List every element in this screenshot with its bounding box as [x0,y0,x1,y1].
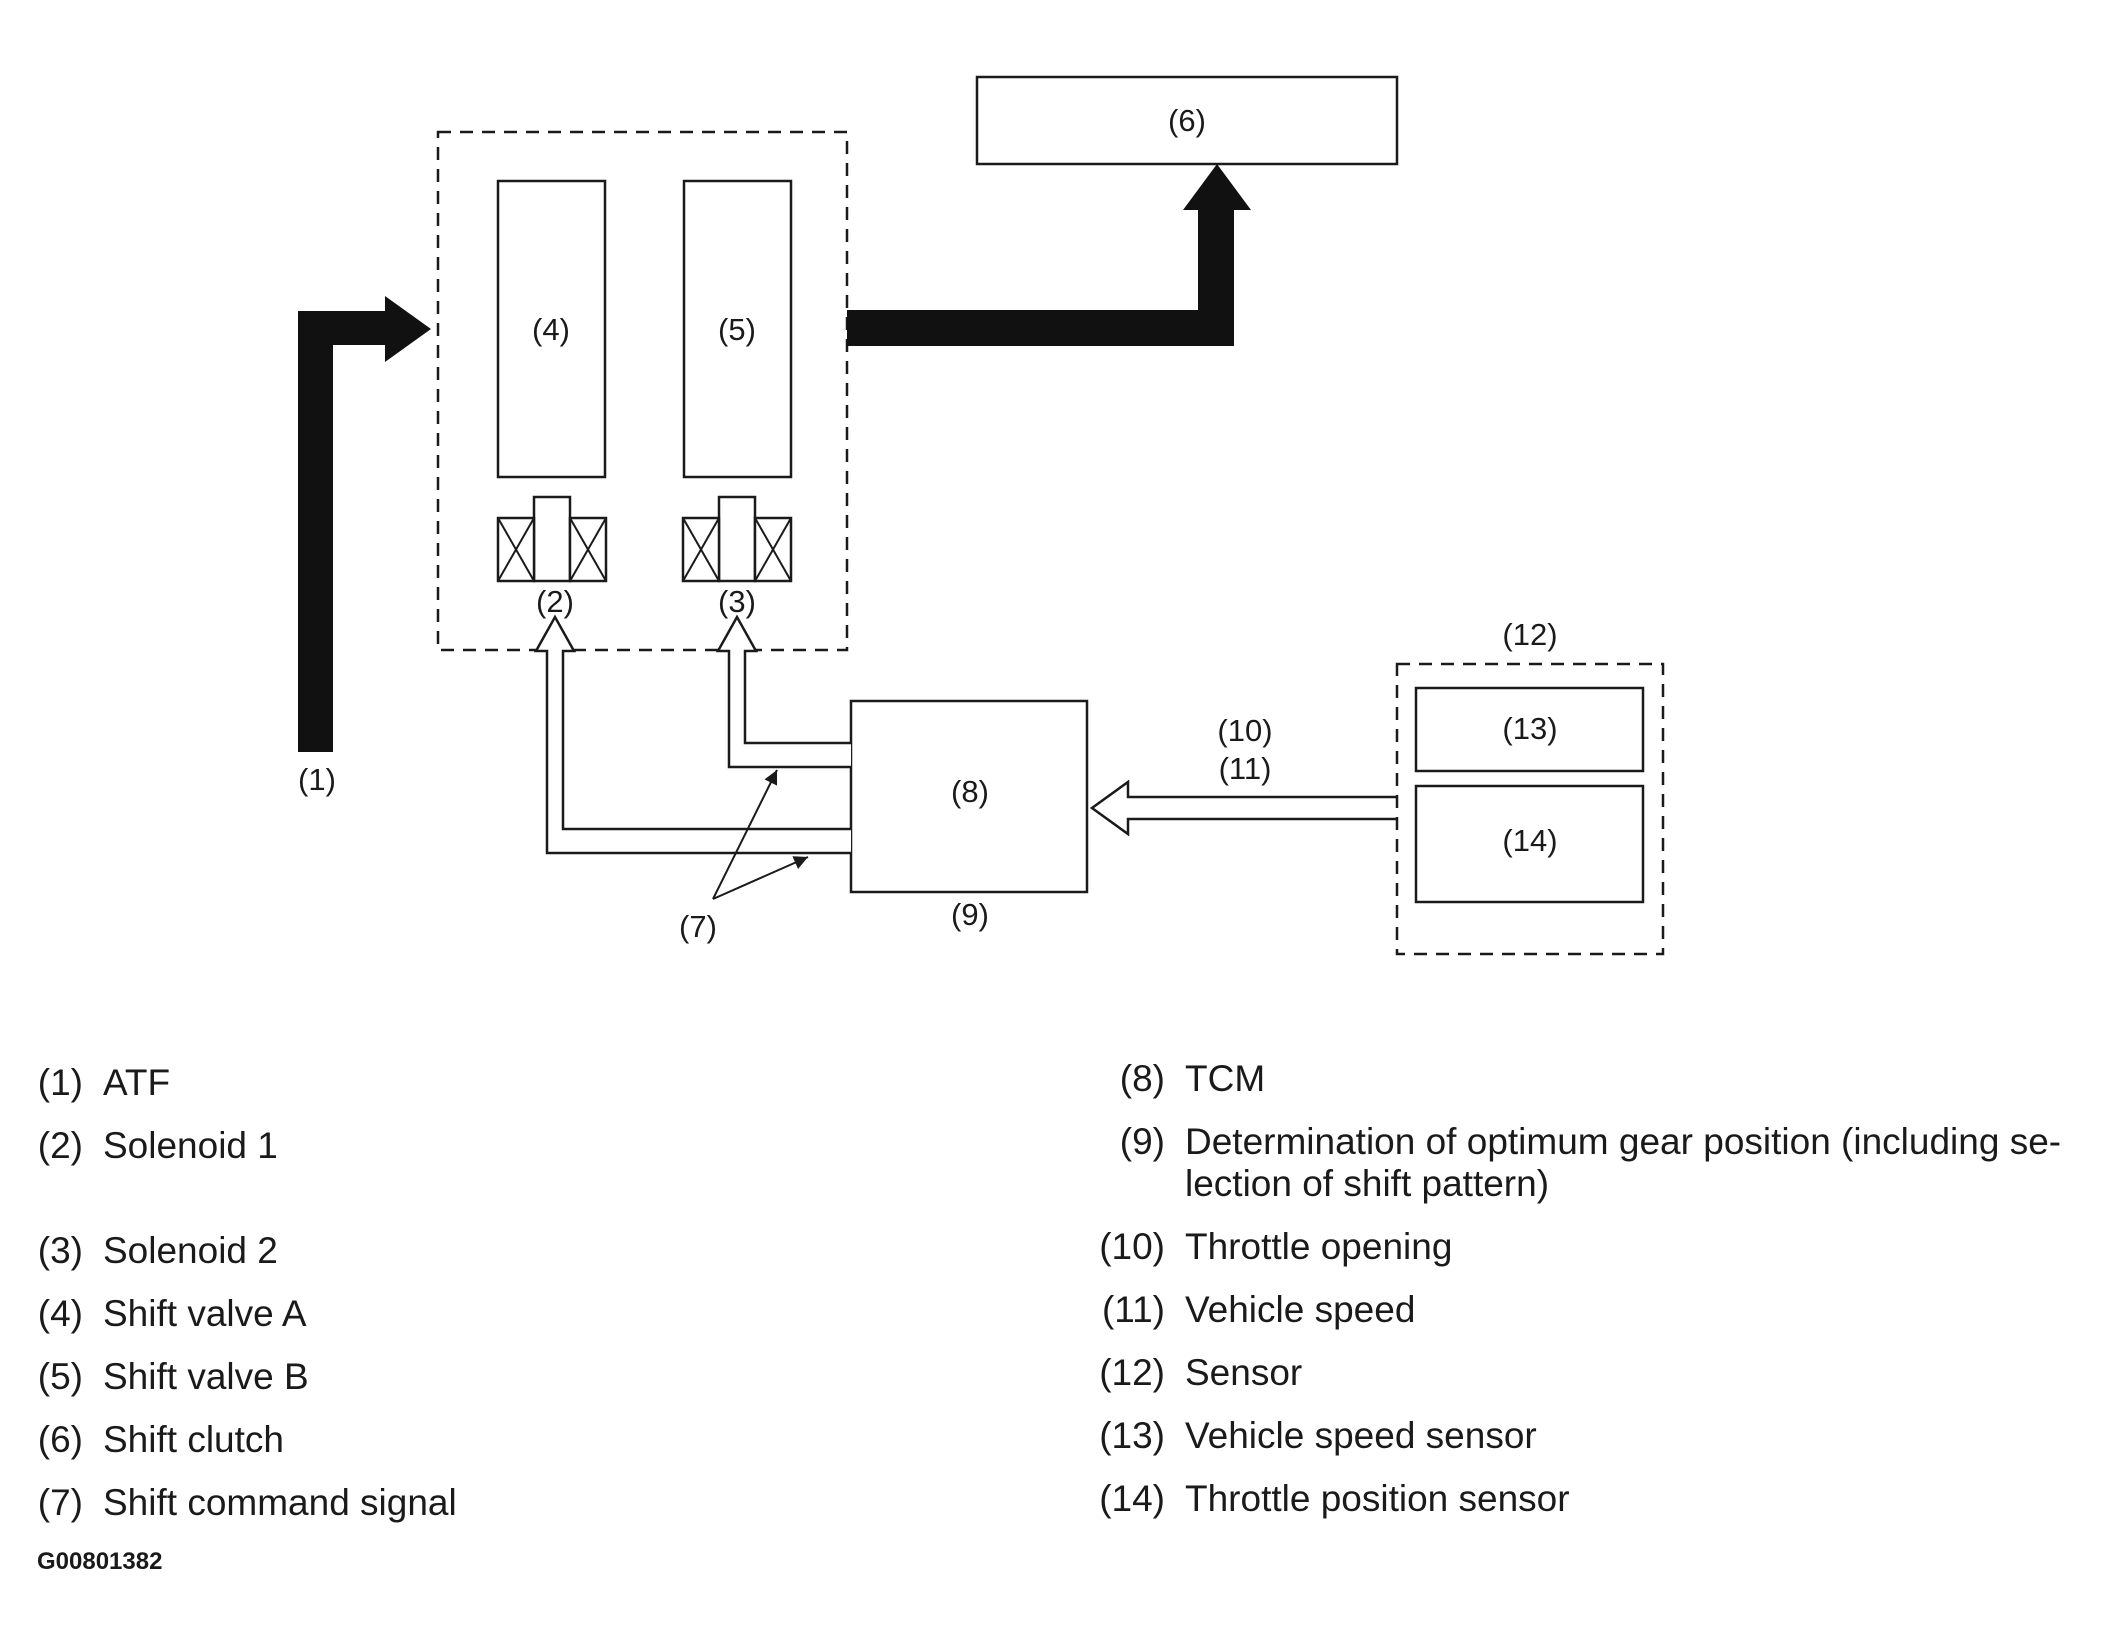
legend-item: (9) Determination of optimum gear positi… [1095,1121,2065,1205]
legend-number: (6) [37,1419,83,1460]
legend-number: (13) [1099,1415,1165,1456]
legend-number: (7) [37,1482,83,1523]
throttle-position-sensor-box [1414,784,1645,904]
legend-item: (12) Sensor [1095,1352,2065,1394]
label-9: (9) [951,897,989,932]
legend-number: (12) [1099,1352,1165,1393]
legend-item: (3) Solenoid 2 [35,1230,1003,1272]
label-8: (8) [951,774,989,809]
legend-text: Solenoid 1 [103,1125,278,1166]
legend-text: Shift clutch [103,1419,284,1460]
legend-item: (10) Throttle opening [1095,1226,2065,1268]
legend-text: TCM [1185,1058,1266,1099]
legend-text: Determination of optimum gear position (… [1185,1121,2062,1204]
legend-item: (8) TCM [1095,1058,2065,1100]
label-5: (5) [718,312,756,347]
pointer-7-lower [712,856,809,900]
label-14: (14) [1502,823,1557,858]
legend-number: (9) [1119,1121,1165,1162]
shift-valve-b-box [682,179,793,479]
legend-item: (1) ATF [35,1062,1003,1104]
sensor-enclosure [1395,662,1665,956]
sensor-signal-arrow [1089,779,1397,837]
legend-number: (3) [37,1230,83,1271]
label-10: (10) [1217,713,1272,748]
legend-text: Sensor [1185,1352,1303,1393]
tcm-box [849,699,1089,894]
legend-text: Shift valve A [103,1293,307,1334]
legend-number: (1) [37,1062,83,1103]
legend-text: Shift command signal [103,1482,457,1523]
legend-item: (4) Shift valve A [35,1293,1003,1335]
figure-code: G00801382 [37,1548,163,1575]
legend-item: (6) Shift clutch [35,1419,1003,1461]
vehicle-speed-sensor-box [1414,686,1645,773]
label-4: (4) [532,312,570,347]
label-2: (2) [536,584,574,619]
shift-clutch-flow-arrow [847,164,1251,346]
legend-item: (7) Shift command signal [35,1482,1003,1524]
label-6: (6) [1168,103,1206,138]
legend-text: Solenoid 2 [103,1230,278,1271]
legend-text: Shift valve B [103,1356,309,1397]
legend-item: (2) Solenoid 1 [35,1125,1003,1167]
legend-number: (11) [1101,1289,1165,1330]
label-13: (13) [1502,711,1557,746]
legend-number: (14) [1099,1478,1165,1519]
legend-number: (8) [1119,1058,1165,1099]
valve-body-enclosure [436,130,849,652]
legend-text: Vehicle speed [1185,1289,1416,1330]
legend-number: (2) [37,1125,83,1166]
legend-item: (5) Shift valve B [35,1356,1003,1398]
legend-text: Throttle position sensor [1185,1478,1570,1519]
legend-item: (13) Vehicle speed sensor [1095,1415,2065,1457]
legend-number: (5) [37,1356,83,1397]
label-3: (3) [718,584,756,619]
solenoid-2-symbol [681,495,793,583]
pointer-7-upper [712,769,778,900]
solenoid-1-symbol [496,495,608,583]
legend-item: (14) Throttle position sensor [1095,1478,2065,1520]
label-12: (12) [1502,617,1557,652]
atf-flow-arrow [298,296,431,752]
legend-item: (11) Vehicle speed [1095,1289,2065,1331]
label-11: (11) [1219,751,1272,786]
signal-arrow-solenoid-1 [533,614,851,855]
shift-valve-a-box [496,179,607,479]
signal-arrow-solenoid-2 [715,614,851,769]
label-7: (7) [679,909,717,944]
legend-number: (4) [37,1293,83,1334]
shift-clutch-box [975,75,1399,166]
legend-text: Vehicle speed sensor [1185,1415,1537,1456]
legend-text: ATF [103,1062,171,1103]
legend-number: (10) [1099,1226,1165,1267]
label-1: (1) [298,762,336,797]
legend-text: Throttle opening [1185,1226,1453,1267]
